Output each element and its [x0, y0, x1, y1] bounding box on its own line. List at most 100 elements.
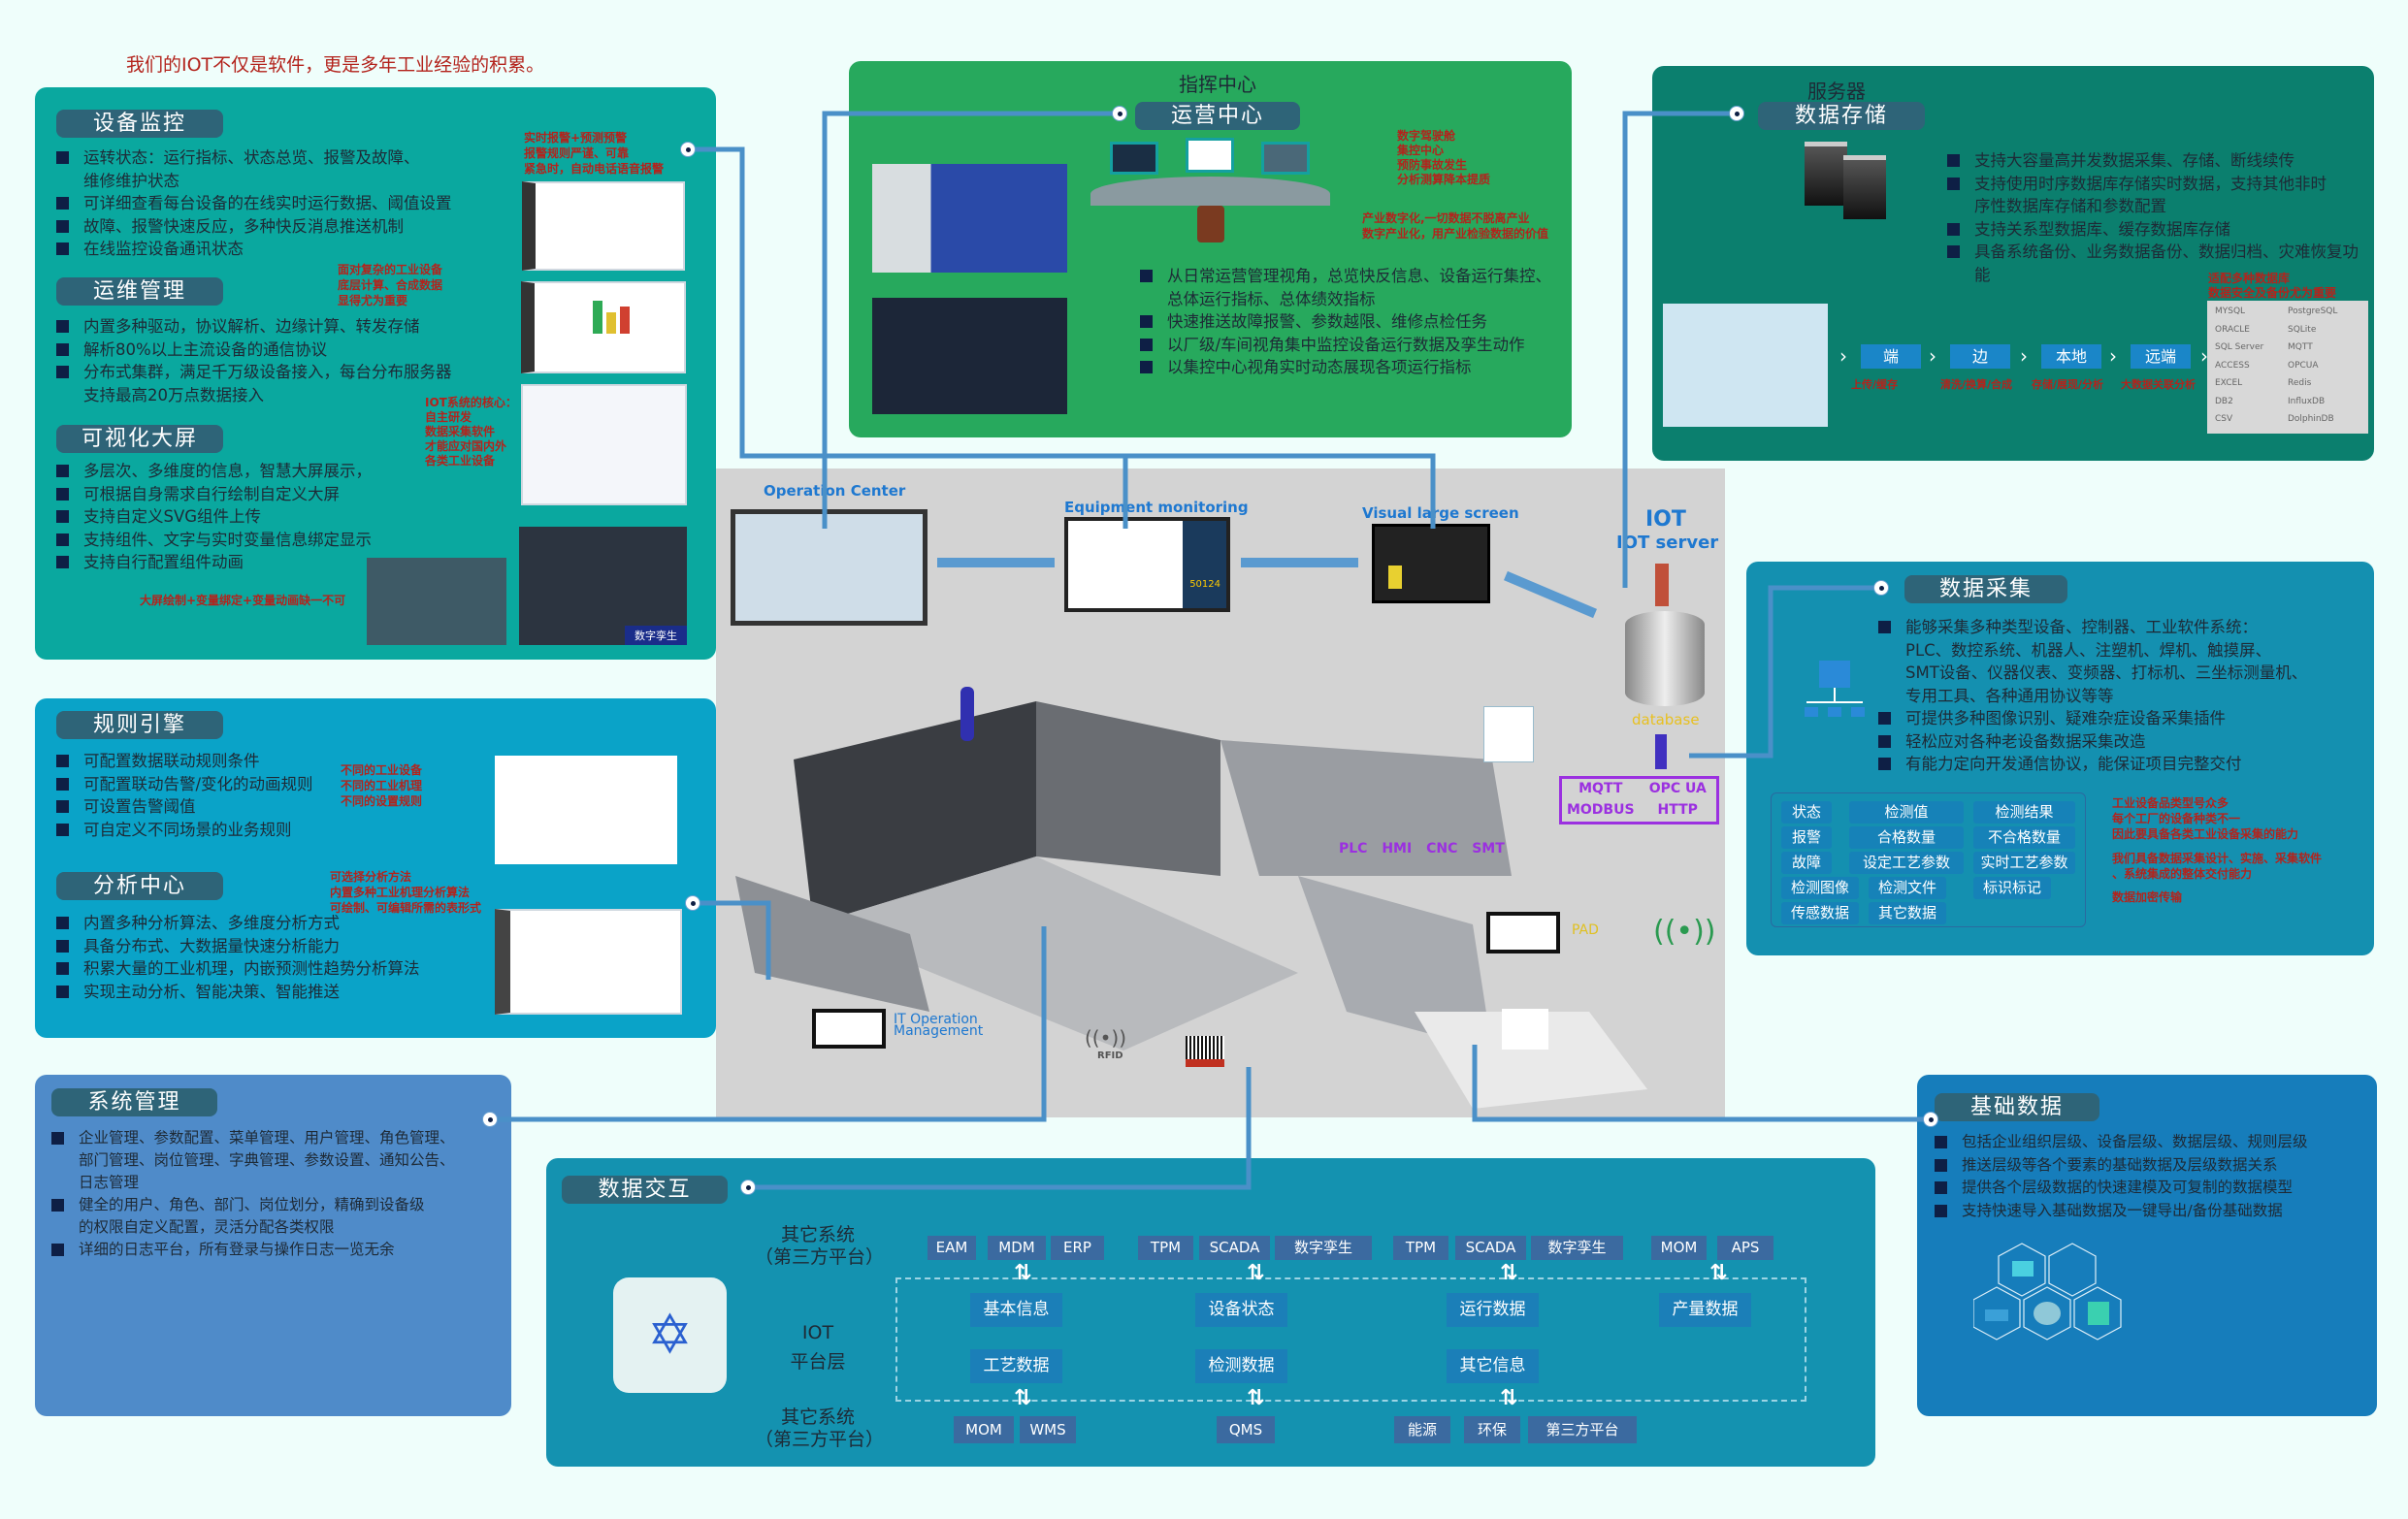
- bidirectional-arrow-icon: ⇅: [1500, 1386, 1518, 1410]
- bullet: 有能力定向开发通信协议，能保证项目完整交付: [1878, 753, 2363, 776]
- bullet: 可自定义不同场景的业务规则: [56, 819, 464, 842]
- database-label: database: [1632, 711, 1700, 728]
- data-tag: 标识标记: [1973, 877, 2051, 899]
- visual-large-screen-label: Visual large screen: [1362, 504, 1519, 522]
- bidirectional-arrow-icon: ⇅: [1500, 1261, 1518, 1285]
- monitoring-panel: 设备监控 运转状态：运行指标、状态总览、报警及故障、 维修维护状态 可详细查看每…: [35, 87, 716, 660]
- top-system-chip: SCADA: [1455, 1236, 1526, 1260]
- db-note: 适配多种数据库 数据安全及备份尤为重要: [2208, 272, 2337, 300]
- bullet: 内置多种分析算法、多维度分析方式: [56, 912, 483, 935]
- bullet: 包括企业组织层级、设备层级、数据层级、规则层级: [1935, 1131, 2371, 1154]
- pad-tablet: [1486, 912, 1560, 953]
- data-tag: 报警: [1781, 826, 1832, 849]
- top-system-chip: MOM: [1651, 1236, 1707, 1260]
- database-icon: [1625, 611, 1705, 706]
- bottom-system-chip: 第三方平台: [1528, 1416, 1637, 1443]
- database-item: SQL Server: [2215, 342, 2264, 353]
- collect-note-2: 我们具备数据采集设计、实施、采集软件 、系统集成的整体交付能力: [2112, 852, 2323, 881]
- counter: 50124: [1189, 579, 1220, 590]
- top-system-chip: EAM: [927, 1236, 976, 1260]
- antenna-icon: ((•)): [1653, 915, 1716, 949]
- protocol-box: MQTT OPC UA MODBUS HTTP: [1559, 776, 1719, 824]
- folder-tree-icon: [1805, 661, 1877, 722]
- analysis-center-title: 分析中心: [56, 872, 223, 900]
- data-tag: 检测结果: [1973, 801, 2075, 824]
- bullet: 支持自行配置组件动画: [56, 551, 522, 574]
- bullet: 分布式集群，满足千万级设备接入，每台分布服务器 支持最高20万点数据接入: [56, 361, 522, 406]
- connector-dot: [740, 1180, 756, 1195]
- pipeline-stage-0: 端: [1861, 344, 1921, 369]
- barcode-icon: [1186, 1036, 1224, 1067]
- note-alarm: 实时报警+预测预警 报警规则严谨、可靠 紧急时，自动电话语音报警: [524, 131, 665, 176]
- database-item: SQLite: [2288, 324, 2317, 335]
- collect-note-1: 工业设备品类型号众多 每个工厂的设备种类不一 因此要具备各类工业设备采集的能力: [2112, 796, 2299, 841]
- database-item: DolphinDB: [2288, 414, 2334, 425]
- bullet: 可配置数据联动规则条件: [56, 750, 464, 773]
- top-system-chip: APS: [1717, 1236, 1773, 1260]
- database-item: ACCESS: [2215, 360, 2250, 371]
- protocol-modbus: MODBUS: [1566, 802, 1635, 818]
- database-item: MYSQL: [2215, 307, 2246, 316]
- collect-panel: 数据采集 能够采集多种类型设备、控制器、工业软件系统： PLC、数控系统、机器人…: [1746, 562, 2374, 955]
- collect-tag-box: 状态检测值检测结果报警合格数量不合格数量故障设定工艺参数实时工艺参数检测图像检测…: [1771, 792, 2086, 927]
- system-title: 系统管理: [51, 1088, 217, 1116]
- iot-core-item: 设备状态: [1195, 1293, 1287, 1327]
- bullet: 详细的日志平台，所有登录与操作日志一览无余: [51, 1239, 498, 1261]
- exchange-title: 数据交互: [562, 1176, 728, 1204]
- thermometer-icon: [960, 687, 974, 741]
- bullet: 故障、报警快速反应，多种快反消息推送机制: [56, 215, 522, 239]
- equipment-monitoring-label: Equipment monitoring: [1064, 499, 1249, 516]
- field-cnc: CNC: [1426, 841, 1458, 856]
- bullet: 支持关系型数据库、缓存数据库存储: [1947, 218, 2374, 242]
- data-tag: 状态: [1781, 801, 1832, 824]
- bullet: 支持大容量高并发数据采集、存储、断线续传: [1947, 149, 2374, 173]
- pad-label: PAD: [1572, 922, 1599, 938]
- connector-dot: [1873, 580, 1889, 596]
- command-note-1: 数字驾驶舱 集控中心 预防事故发生 分析测算降本提质: [1397, 129, 1491, 186]
- section-title-device-monitoring: 设备监控: [56, 110, 223, 138]
- data-tag: 设定工艺参数: [1849, 852, 1964, 874]
- pipeline-stage-3: 远端: [2131, 344, 2191, 369]
- iot-core-item: 工艺数据: [970, 1349, 1062, 1383]
- it-ops-label: IT Operation Management: [894, 1012, 984, 1039]
- base-panel: 基础数据 包括企业组织层级、设备层级、数据层级、规则层级 推送层级等各个要素的基…: [1917, 1075, 2377, 1416]
- pipeline-chevron-icon: ›: [2020, 344, 2028, 368]
- bottom-system-chip: QMS: [1217, 1416, 1275, 1443]
- analysis-bullets: 内置多种分析算法、多维度分析方式 具备分布式、大数据量快速分析能力 积累大量的工…: [56, 912, 483, 1003]
- database-item: PostgreSQL: [2288, 307, 2338, 316]
- data-tag: 故障: [1781, 852, 1832, 874]
- operation-center-screen: [731, 509, 927, 626]
- factory-scene: Operation Center Equipment monitoring 50…: [716, 469, 1725, 1117]
- visual-large-screen: [1372, 524, 1490, 603]
- note-core: IOT系统的核心： 自主研发 数据采集软件 才能应对国内外 各类工业设备: [425, 396, 517, 468]
- bullet: 多层次、多维度的信息，智慧大屏展示，: [56, 460, 522, 483]
- ops-bullets: 内置多种驱动，协议解析、边缘计算、转发存储 解析80%以上主流设备的通信协议 分…: [56, 315, 522, 406]
- pipeline-stage-1: 边: [1950, 344, 2010, 369]
- up-arrow-icon: [1655, 564, 1669, 606]
- database-item: EXCEL: [2215, 378, 2243, 389]
- database-item: ORACLE: [2215, 324, 2250, 335]
- iot-core-item: 其它信息: [1447, 1349, 1539, 1383]
- analysis-screenshot: [495, 909, 682, 1015]
- bullet: 可设置告警阈值: [56, 795, 464, 819]
- collect-bullets: 能够采集多种类型设备、控制器、工业软件系统： PLC、数控系统、机器人、注塑机、…: [1878, 616, 2363, 776]
- iot-server-label: IOT server: [1616, 533, 1719, 553]
- desk-illustration: [1090, 138, 1330, 254]
- data-tag: 不合格数量: [1973, 826, 2075, 849]
- visual-bullets: 多层次、多维度的信息，智慧大屏展示， 可根据自身需求自行绘制自定义大屏 支持自定…: [56, 460, 522, 574]
- bullet: 企业管理、参数配置、菜单管理、用户管理、角色管理、 部门管理、岗位管理、字典管理…: [51, 1127, 498, 1194]
- top-system-chip: 数字孪生: [1275, 1236, 1372, 1260]
- twin-screenshot-2: 数字孪生: [519, 527, 687, 645]
- control-room-photo: [872, 164, 1067, 273]
- rules-panel: 规则引擎 可配置数据联动规则条件 可配置联动告警/变化的动画规则 可设置告警阈值…: [35, 698, 716, 1038]
- pipeline-desc-2: 存储/展现/分析: [2032, 378, 2104, 391]
- command-note-2: 产业数字化,一切数据不脱离产业 数字产业化，用产业检验数据的价值: [1362, 211, 1549, 241]
- pipeline-stage-2: 本地: [2041, 344, 2101, 369]
- gauge-icon: [1483, 706, 1534, 762]
- field-devices: PLC HMI CNC SMT: [1339, 841, 1505, 856]
- bullet: 在线监控设备通讯状态: [56, 238, 522, 261]
- database-item: MQTT: [2288, 342, 2313, 353]
- storage-bullets: 支持大容量高并发数据采集、存储、断线续传 支持使用时序数据库存储实时数据，支持其…: [1947, 149, 2374, 286]
- bullet: 支持组件、文字与实时变量信息绑定显示: [56, 529, 522, 552]
